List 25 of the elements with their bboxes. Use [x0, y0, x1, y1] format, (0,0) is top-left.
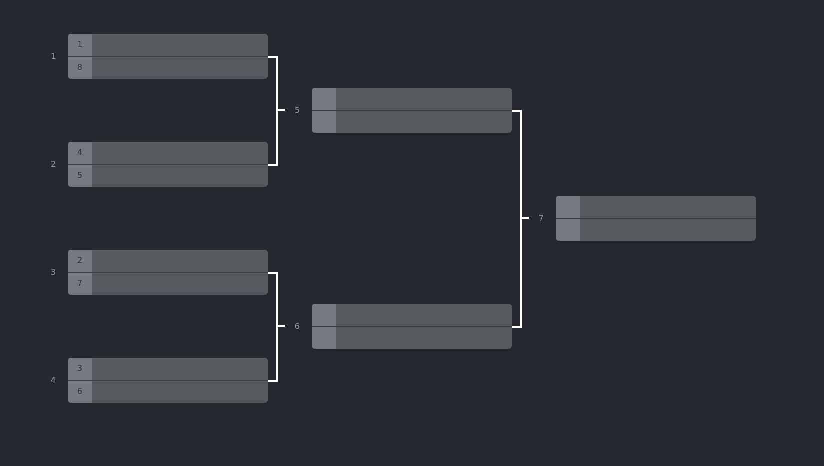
- match-number: 1: [50, 52, 56, 62]
- seed-number: 3: [76, 363, 84, 375]
- match-card: [68, 142, 268, 187]
- bracket-line: [268, 326, 285, 382]
- match-card: [556, 196, 756, 241]
- seed-number: 1: [76, 39, 84, 51]
- bracket-line: [268, 110, 285, 166]
- match-number: 7: [538, 214, 544, 224]
- seed-number: 4: [76, 147, 84, 159]
- seed-number: 7: [76, 278, 84, 290]
- match-card: [68, 34, 268, 79]
- seed-number: 5: [76, 170, 84, 182]
- seed-number: 8: [76, 62, 84, 74]
- match-number: 4: [50, 376, 56, 386]
- match-card: [312, 304, 512, 349]
- match-card: [68, 358, 268, 403]
- match-number: 6: [294, 322, 300, 332]
- match-number: 2: [50, 160, 56, 170]
- seed-number: 6: [76, 386, 84, 398]
- bracket-line: [512, 218, 529, 328]
- match-card: [312, 88, 512, 133]
- match-number: 3: [50, 268, 56, 278]
- seed-number: 2: [76, 255, 84, 267]
- match-card: [68, 250, 268, 295]
- match-number: 5: [294, 106, 300, 116]
